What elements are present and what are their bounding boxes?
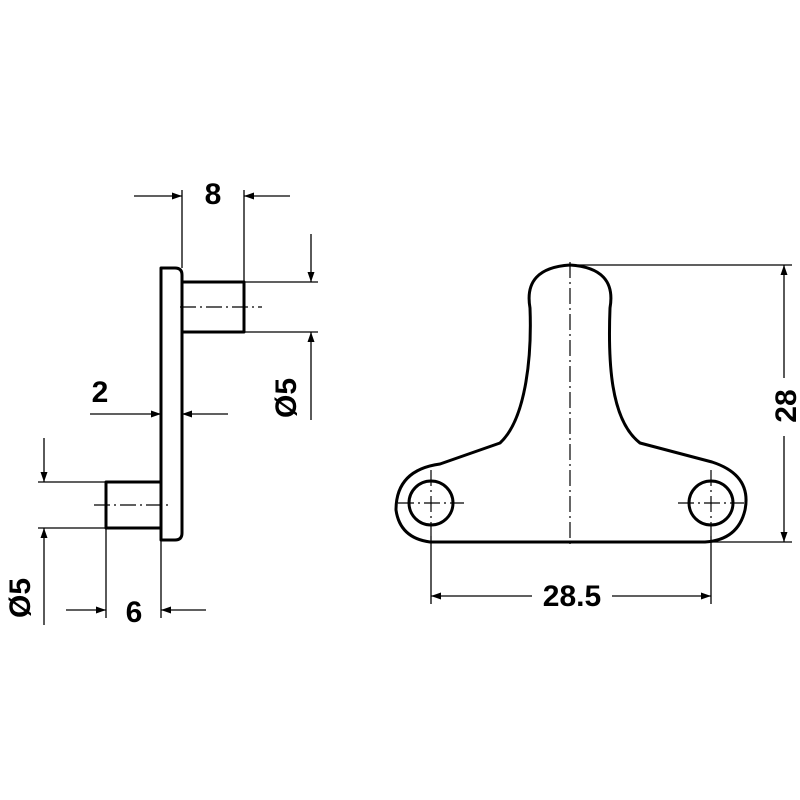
front-view-dimensions: 28.5 28	[430, 264, 800, 613]
bracket-outline	[394, 263, 748, 544]
dim-lower-pin-offset: 6	[126, 596, 143, 629]
mounting-plate	[159, 266, 184, 542]
dim-lower-pin-diameter: Ø5	[4, 578, 37, 618]
side-view-dimensions: 8 Ø5 2 Ø5 6	[4, 178, 318, 629]
front-view	[394, 262, 748, 548]
dim-upper-pin-diameter: Ø5	[270, 378, 303, 418]
dim-hole-spacing: 28.5	[543, 580, 601, 613]
side-view	[94, 266, 262, 542]
dim-overall-height: 28	[770, 389, 800, 422]
dim-pin-length: 8	[205, 178, 222, 211]
dim-plate-thickness: 2	[92, 376, 109, 409]
